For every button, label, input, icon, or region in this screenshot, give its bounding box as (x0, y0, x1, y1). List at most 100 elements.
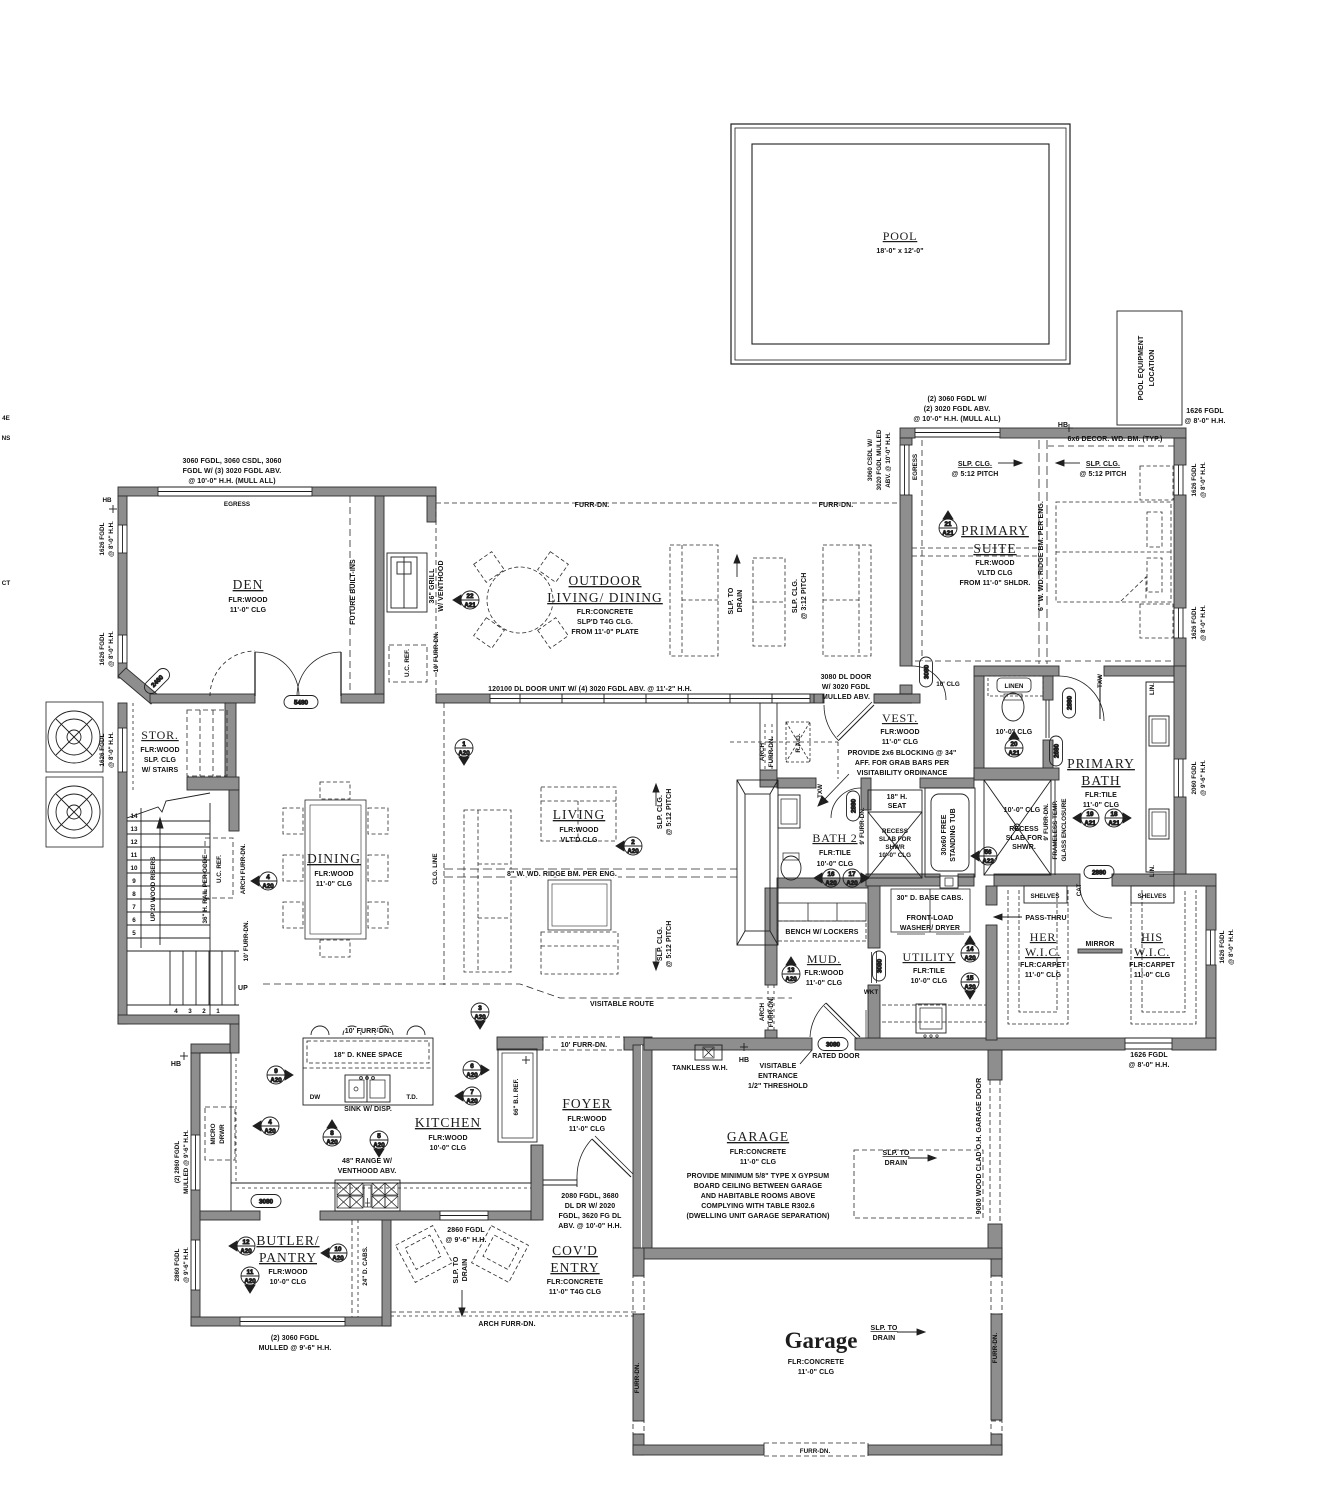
svg-text:GLASS ENCLOSURE: GLASS ENCLOSURE (1061, 799, 1068, 862)
svg-text:2880: 2880 (1092, 869, 1107, 876)
svg-text:FLR:CARPET: FLR:CARPET (1020, 962, 1066, 969)
svg-text:18" D. KNEE SPACE: 18" D. KNEE SPACE (334, 1052, 403, 1059)
svg-text:14: 14 (966, 946, 974, 953)
svg-text:FURR-DN.: FURR-DN. (634, 1363, 641, 1394)
svg-text:FROM 11'-0" SHLDR.: FROM 11'-0" SHLDR. (960, 580, 1031, 587)
svg-text:FLR:WOOD: FLR:WOOD (559, 827, 598, 834)
svg-text:SLAB FOR: SLAB FOR (879, 836, 912, 843)
svg-text:5: 5 (377, 1133, 381, 1140)
svg-text:@ 8'-0" H.H.: @ 8'-0" H.H. (1200, 605, 1207, 641)
svg-text:10' FURR-DN.: 10' FURR-DN. (561, 1042, 607, 1049)
svg-text:FURR-DN.: FURR-DN. (768, 997, 775, 1028)
svg-text:FURR-DN.: FURR-DN. (800, 1448, 831, 1455)
svg-text:6: 6 (470, 1063, 474, 1070)
svg-text:10'-0" CLG: 10'-0" CLG (430, 1145, 467, 1152)
svg-text:SLP. TO: SLP. TO (453, 1256, 460, 1283)
svg-text:KITCHEN: KITCHEN (415, 1115, 481, 1130)
svg-text:A21: A21 (1084, 820, 1096, 827)
svg-text:11'-0" CLG: 11'-0" CLG (882, 739, 919, 746)
svg-text:VEST.: VEST. (882, 711, 918, 725)
svg-text:A20: A20 (458, 750, 470, 757)
svg-text:A20: A20 (262, 883, 274, 890)
svg-text:A21: A21 (1008, 750, 1020, 757)
svg-text:DRAIN: DRAIN (873, 1335, 896, 1342)
svg-text:11: 11 (131, 852, 138, 859)
svg-text:A20: A20 (846, 880, 858, 887)
svg-text:HB: HB (171, 1061, 181, 1068)
svg-text:EGRESS: EGRESS (224, 501, 250, 508)
svg-text:DL DR W/ 2020: DL DR W/ 2020 (565, 1203, 616, 1210)
svg-text:DRAIN: DRAIN (462, 1259, 469, 1282)
svg-text:3080 DL DOOR: 3080 DL DOOR (821, 674, 872, 681)
svg-text:1626 FGDL: 1626 FGDL (99, 733, 106, 766)
svg-text:10: 10 (130, 865, 138, 872)
svg-text:SHWR: SHWR (885, 844, 905, 851)
svg-text:DW: DW (310, 1094, 321, 1101)
svg-text:RECESS: RECESS (882, 828, 908, 835)
svg-text:2: 2 (631, 839, 635, 846)
svg-text:U.C. REF.: U.C. REF. (216, 855, 223, 883)
svg-text:10'-0" CLG: 10'-0" CLG (817, 861, 854, 868)
svg-text:R.A.G.: R.A.G. (795, 733, 802, 752)
svg-text:SLP. TO: SLP. TO (728, 587, 735, 614)
svg-text:RATED DOOR: RATED DOOR (812, 1053, 860, 1060)
svg-text:30x60 FREE: 30x60 FREE (941, 814, 948, 855)
svg-text:FLR:CARPET: FLR:CARPET (1129, 962, 1175, 969)
svg-text:3: 3 (478, 1005, 482, 1012)
svg-text:10' FURR-DN.: 10' FURR-DN. (345, 1028, 391, 1035)
svg-text:CLG. LINE: CLG. LINE (432, 853, 439, 884)
svg-text:FLR:TILE: FLR:TILE (819, 850, 851, 857)
svg-text:@ 8'-0" H.H.: @ 8'-0" H.H. (1184, 418, 1225, 425)
svg-text:VLT'D CLG: VLT'D CLG (560, 837, 597, 844)
svg-text:7: 7 (470, 1089, 474, 1096)
svg-text:STANDING TUB: STANDING TUB (950, 808, 957, 862)
svg-text:A20: A20 (373, 1142, 385, 1149)
svg-text:BOARD CEILING BETWEEN GARAGE: BOARD CEILING BETWEEN GARAGE (694, 1183, 823, 1190)
svg-text:16: 16 (827, 871, 835, 878)
svg-text:A20: A20 (964, 955, 976, 962)
svg-text:11'-0" CLG: 11'-0" CLG (798, 1369, 835, 1376)
svg-text:FRONT-LOAD: FRONT-LOAD (907, 915, 954, 922)
svg-text:LOCATION: LOCATION (1149, 350, 1156, 387)
svg-text:12: 12 (130, 839, 138, 846)
svg-text:17: 17 (848, 871, 856, 878)
svg-text:A21: A21 (464, 602, 476, 609)
svg-text:4: 4 (174, 1008, 178, 1015)
svg-text:FLR:CONCRETE: FLR:CONCRETE (547, 1279, 604, 1286)
svg-text:@ 8'-0" H.H.: @ 8'-0" H.H. (108, 521, 115, 557)
svg-text:@ 5:12 PITCH: @ 5:12 PITCH (666, 789, 673, 836)
svg-text:15: 15 (966, 975, 974, 982)
svg-text:AND HABITABLE ROOMS ABOVE: AND HABITABLE ROOMS ABOVE (701, 1193, 816, 1200)
svg-text:4: 4 (268, 1119, 272, 1126)
svg-text:UP: UP (238, 985, 248, 992)
svg-text:ENTRY: ENTRY (550, 1260, 599, 1275)
svg-text:W.I.C.: W.I.C. (1025, 945, 1061, 959)
svg-text:SINK W/ DISP.: SINK W/ DISP. (344, 1106, 392, 1113)
svg-text:DINING: DINING (307, 851, 361, 866)
svg-text:11'-0" CLG: 11'-0" CLG (1025, 972, 1062, 979)
svg-text:GARAGE: GARAGE (727, 1129, 789, 1144)
svg-text:DRWR: DRWR (219, 1124, 226, 1144)
svg-text:10' FURR-DN.: 10' FURR-DN. (243, 920, 250, 961)
svg-text:18'-0" x 12'-0": 18'-0" x 12'-0" (876, 248, 923, 255)
svg-text:12: 12 (242, 1239, 250, 1246)
svg-text:PRIMARY: PRIMARY (961, 523, 1029, 538)
svg-text:3080: 3080 (259, 1198, 274, 1205)
svg-text:VENTHOOD ABV.: VENTHOOD ABV. (338, 1168, 397, 1175)
svg-text:VISITABILITY ORDINANCE: VISITABILITY ORDINANCE (857, 770, 948, 777)
svg-text:FLR:WOOD: FLR:WOOD (975, 560, 1014, 567)
svg-text:FLR:TILE: FLR:TILE (1085, 792, 1117, 799)
svg-text:SLAB FOR: SLAB FOR (1006, 835, 1043, 842)
svg-text:FUTURE BUILT-INS: FUTURE BUILT-INS (350, 559, 357, 625)
svg-text:PANTRY: PANTRY (259, 1250, 317, 1265)
svg-text:@ 5:12 PITCH: @ 5:12 PITCH (666, 921, 673, 968)
svg-text:BATH 2: BATH 2 (812, 831, 857, 845)
svg-text:PROVIDE MINIMUM 5/8" TYPE X GY: PROVIDE MINIMUM 5/8" TYPE X GYPSUM (687, 1173, 830, 1180)
svg-text:10'-0" CLG: 10'-0" CLG (1004, 807, 1041, 814)
svg-text:LIVING: LIVING (553, 807, 606, 822)
svg-text:1626 FGDL: 1626 FGDL (1191, 606, 1198, 639)
svg-text:FLR:CONCRETE: FLR:CONCRETE (788, 1359, 845, 1366)
svg-text:2080 FGDL, 3680: 2080 FGDL, 3680 (561, 1193, 619, 1200)
svg-text:FLR:CONCRETE: FLR:CONCRETE (730, 1149, 787, 1156)
svg-text:24" D. CABS.: 24" D. CABS. (362, 1246, 369, 1286)
